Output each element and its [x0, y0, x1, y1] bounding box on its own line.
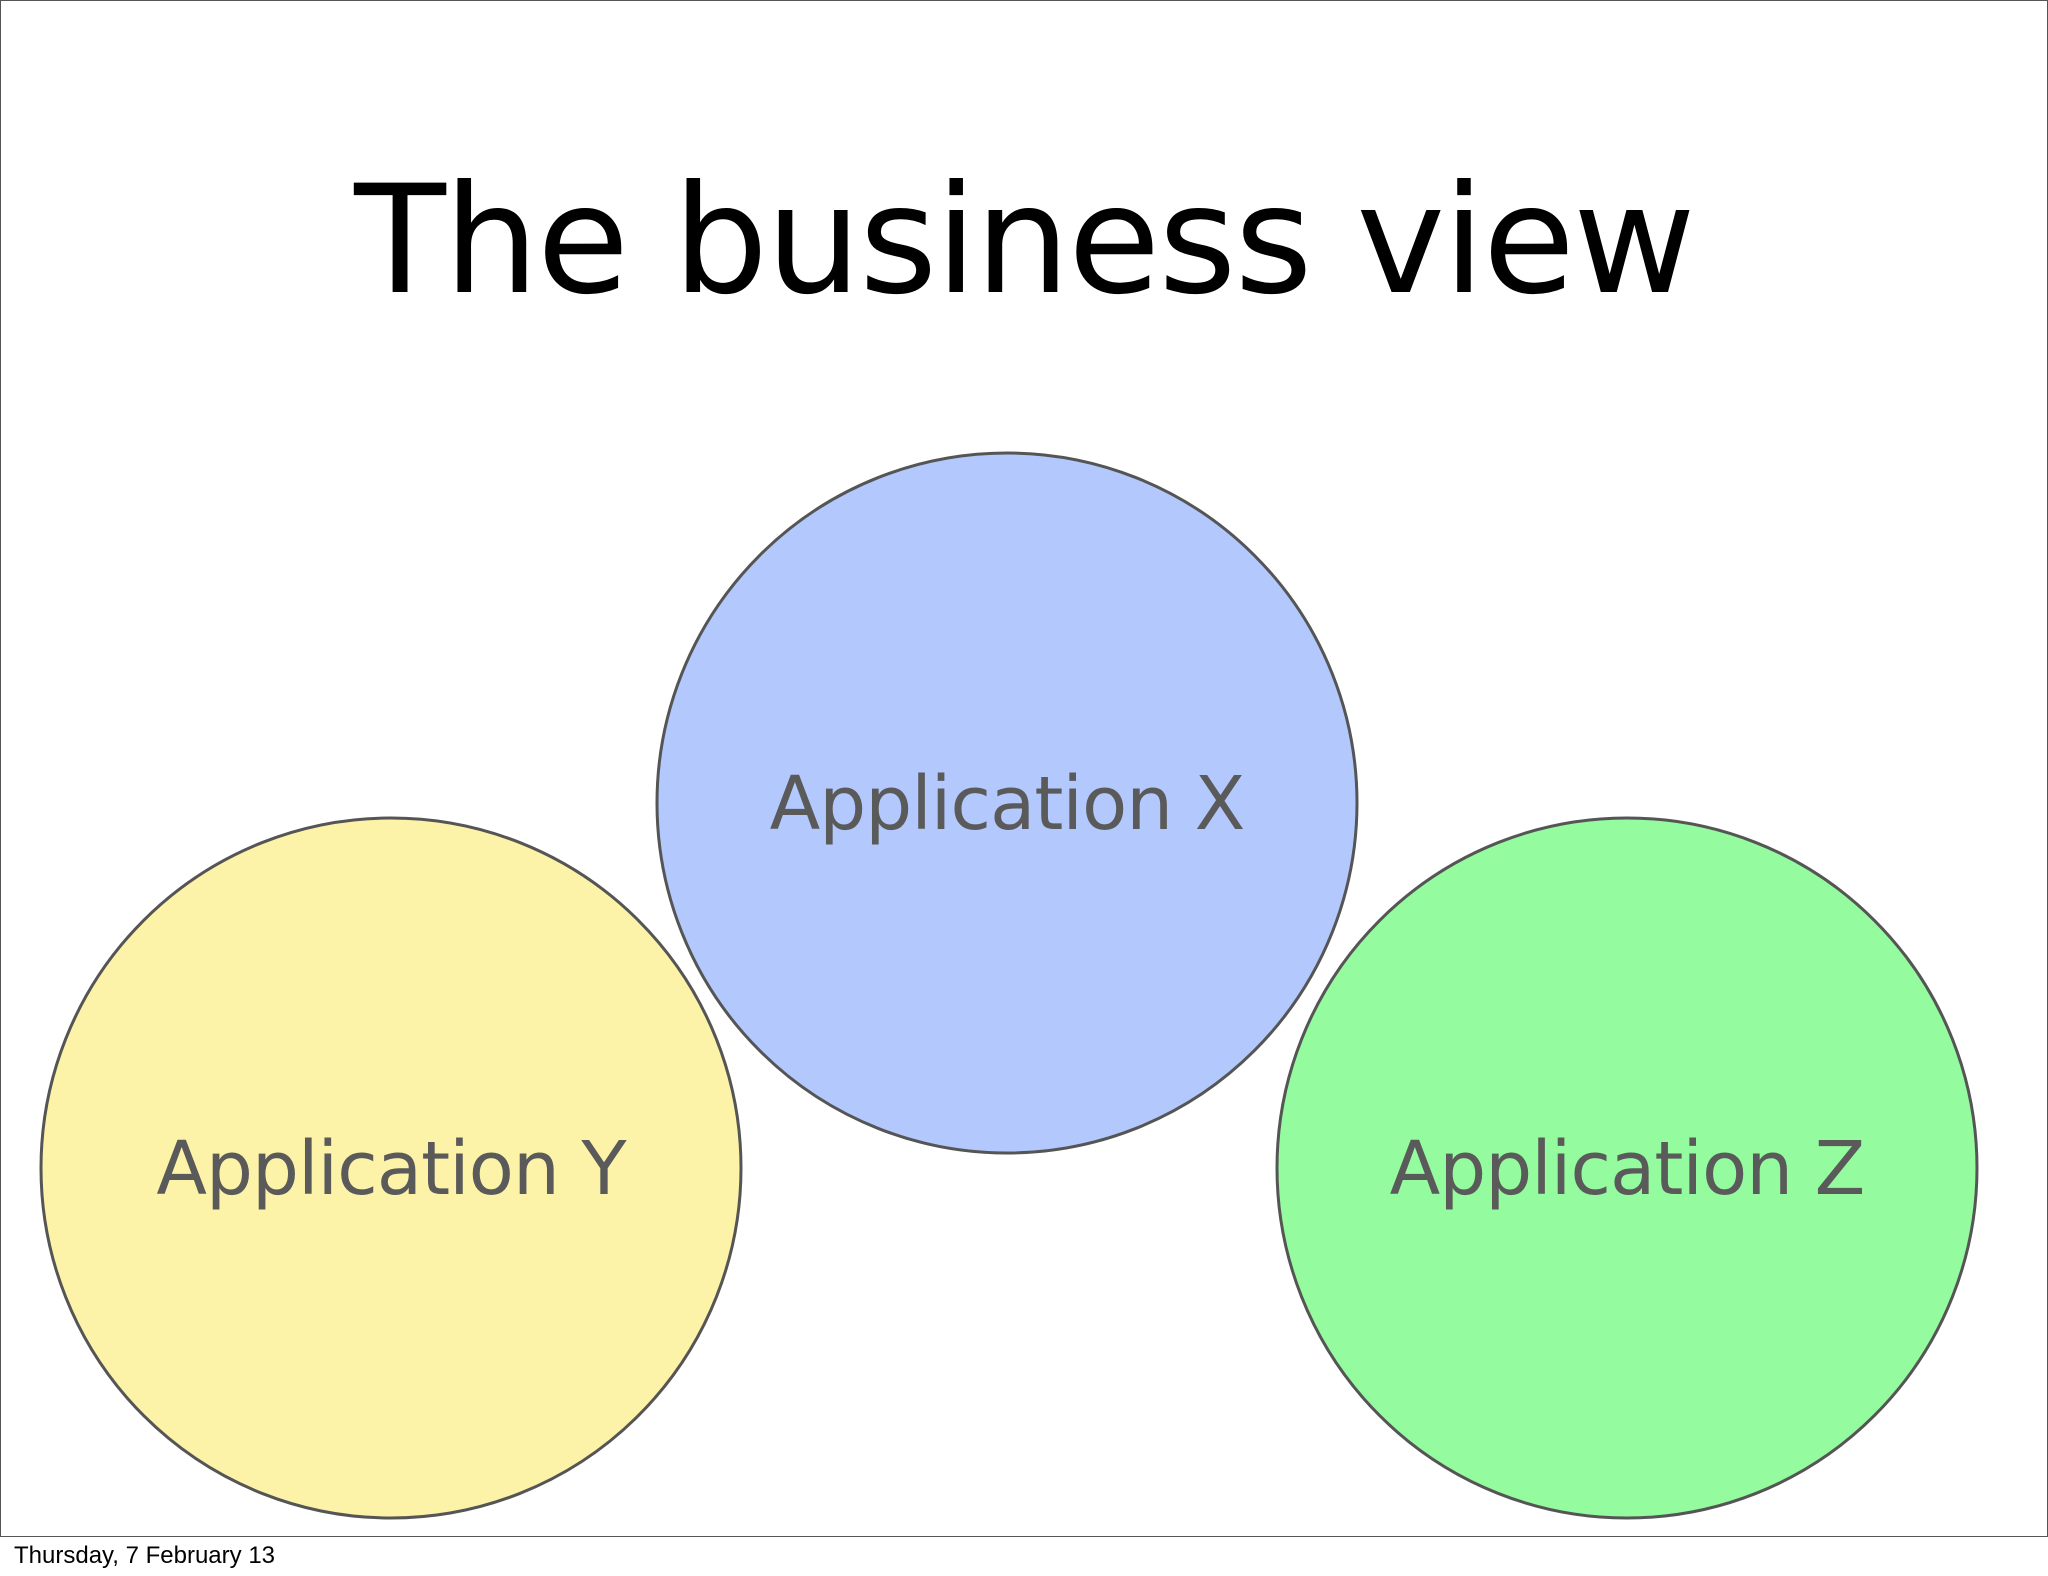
- node-application-x: Application X: [655, 451, 1359, 1155]
- application-z-label: Application Z: [1390, 1126, 1865, 1212]
- slide-canvas: The business view Application X Applicat…: [0, 0, 2048, 1537]
- application-z-circle: [1275, 816, 1979, 1520]
- application-x-label: Application X: [770, 761, 1245, 847]
- application-x-circle: [655, 451, 1359, 1155]
- node-application-z: Application Z: [1275, 816, 1979, 1520]
- node-application-y: Application Y: [39, 816, 743, 1520]
- application-y-label: Application Y: [156, 1126, 627, 1212]
- application-y-circle: [39, 816, 743, 1520]
- footer-date: Thursday, 7 February 13: [14, 1542, 276, 1569]
- slide-title: The business view: [354, 154, 1696, 328]
- application-diagram: Application X Application Y Application …: [39, 451, 1979, 1520]
